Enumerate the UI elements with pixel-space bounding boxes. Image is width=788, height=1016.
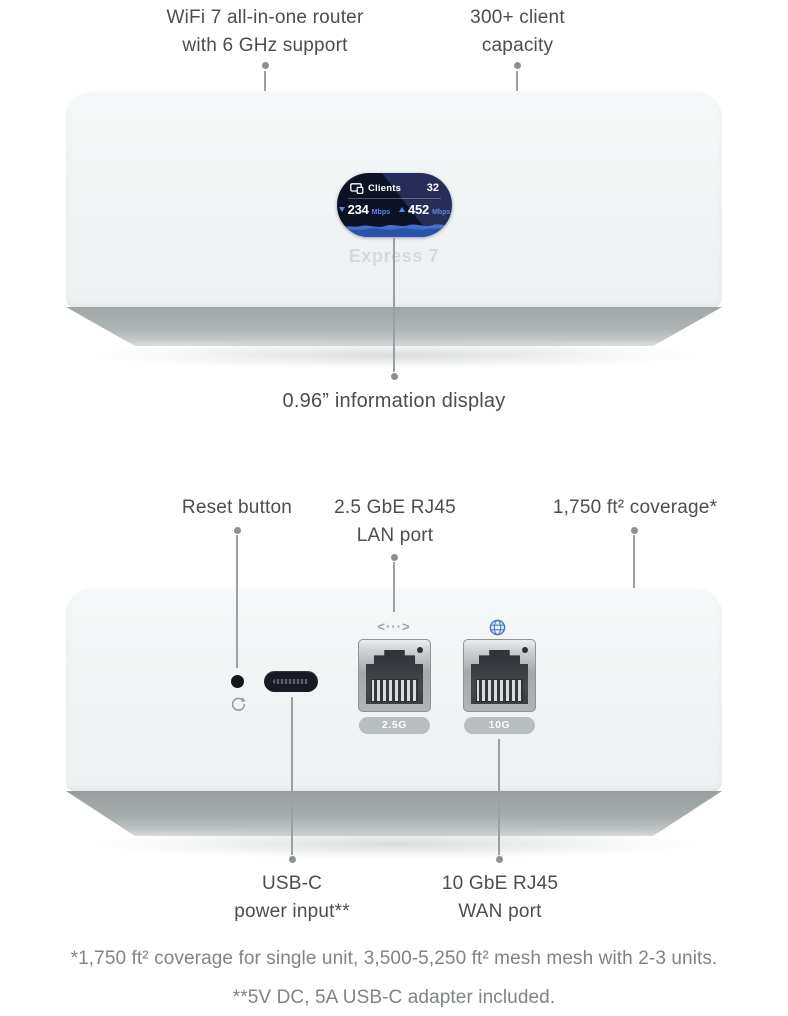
screen-clients-label: Clients <box>368 182 402 194</box>
rj45-pins <box>476 679 523 702</box>
callout-usbc-line1: USB-C <box>261 873 323 894</box>
callout-dot <box>391 554 398 561</box>
lan-port-rj45 <box>358 639 431 712</box>
callout-dot <box>514 62 521 69</box>
callout-lan-line1: 2.5 GbE RJ45 <box>334 497 456 518</box>
router-front-shadow <box>95 341 695 369</box>
callout-clients-label: 300+ client capacity <box>420 4 615 60</box>
callout-line <box>291 697 293 855</box>
lan-speed-badge: 2.5G <box>359 717 430 734</box>
callout-coverage-label: 1,750 ft² coverage* <box>552 497 718 518</box>
rj45-pins <box>371 679 418 702</box>
callout-reset-label: Reset button <box>181 497 293 518</box>
usbc-port <box>264 671 318 692</box>
screen-divider <box>348 198 441 199</box>
callout-dot <box>289 856 296 863</box>
screen-throughput-row: 234 Mbps 452 Mbps <box>337 199 452 217</box>
callout-dot <box>262 62 269 69</box>
reset-button <box>231 675 244 688</box>
callout-lan-label: 2.5 GbE RJ45 LAN port <box>295 494 495 550</box>
callout-usbc-label: USB-C power input** <box>192 870 392 926</box>
callout-wan-line1: 10 GbE RJ45 <box>441 873 559 894</box>
upload-value: 452 <box>408 202 430 217</box>
globe-icon <box>489 619 506 636</box>
callout-wan-line2: WAN port <box>458 901 542 922</box>
callout-line <box>633 535 635 588</box>
upload-arrow-icon <box>399 207 405 212</box>
callout-display-label: 0.96” information display <box>282 390 506 412</box>
download-arrow-icon <box>338 207 345 212</box>
callout-line <box>264 71 266 91</box>
screen-clients-count: 32 <box>426 182 439 194</box>
router-back-base <box>66 791 722 836</box>
callout-clients-line2: capacity <box>481 35 554 56</box>
callout-wan-label: 10 GbE RJ45 WAN port <box>400 870 600 926</box>
clients-icon <box>350 182 364 194</box>
port-led <box>417 647 423 653</box>
lan-icon: <···> <box>377 619 411 634</box>
callout-router-label: WiFi 7 all-in-one router with 6 GHz supp… <box>80 4 450 60</box>
screen-clients-row: Clients 32 <box>337 173 452 194</box>
callout-dot <box>391 373 398 380</box>
wan-speed-badge: 10G <box>464 717 535 734</box>
callout-line <box>393 562 395 612</box>
router-back-shadow <box>95 829 695 859</box>
download-value: 234 <box>347 202 369 217</box>
upload-unit: Mbps <box>432 209 451 216</box>
callout-line <box>393 238 395 372</box>
callout-dot <box>496 856 503 863</box>
information-display: Clients 32 234 Mbps 452 Mbps <box>337 173 452 237</box>
reset-icon <box>231 697 246 711</box>
callout-line <box>498 739 500 855</box>
callout-dot <box>631 527 638 534</box>
usbc-slot <box>273 679 309 684</box>
callout-line <box>236 535 238 668</box>
callout-router-line2: with 6 GHz support <box>182 35 348 56</box>
screen-wave-chart <box>337 224 452 237</box>
callout-line <box>516 71 518 91</box>
callout-lan-line2: LAN port <box>356 525 434 546</box>
footnote-coverage: *1,750 ft² coverage for single unit, 3,5… <box>70 948 718 969</box>
footnote-power: **5V DC, 5A USB-C adapter included. <box>232 987 556 1008</box>
port-led <box>522 647 528 653</box>
callout-dot <box>234 527 241 534</box>
wan-port-rj45 <box>463 639 536 712</box>
callout-clients-line1: 300+ client <box>470 7 565 28</box>
callout-usbc-line2: power input** <box>234 901 350 922</box>
download-unit: Mbps <box>371 209 390 216</box>
callout-router-line1: WiFi 7 all-in-one router <box>166 7 364 28</box>
